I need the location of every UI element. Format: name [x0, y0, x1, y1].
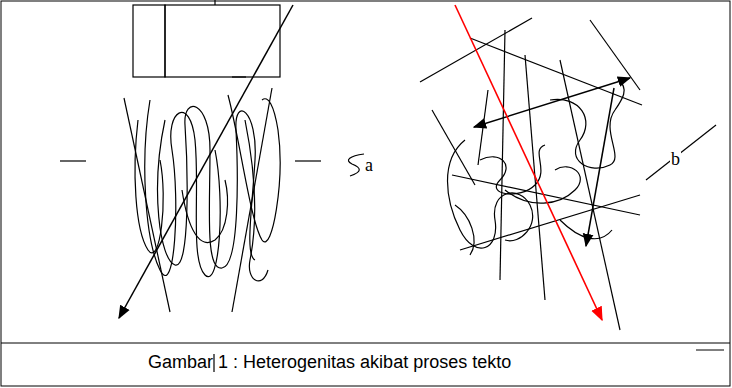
frame-divider — [1, 343, 730, 344]
folded-layer — [505, 167, 580, 203]
tick-mark — [60, 160, 86, 161]
right-block — [420, 18, 642, 330]
tick-mark — [232, 76, 246, 77]
folded-layer — [560, 220, 612, 239]
squiggle-mark — [348, 154, 364, 176]
fault-line — [452, 175, 640, 215]
folded-layer — [448, 140, 533, 248]
left-block — [60, 0, 321, 372]
displacement-arrow — [119, 5, 293, 318]
fault-line — [500, 30, 505, 280]
folded-layer — [158, 106, 256, 268]
folded-layer — [135, 120, 163, 253]
fault-line — [590, 20, 640, 90]
displacement-arrow — [455, 5, 602, 320]
large-block — [165, 5, 280, 77]
fault-line — [470, 38, 642, 105]
figure-caption: Gambar 1 : Heterogenitas akibat proses t… — [148, 353, 511, 373]
folded-layer — [480, 145, 545, 194]
displacement-arrow — [586, 88, 614, 246]
folded-layer — [245, 120, 268, 281]
tick-mark — [214, 0, 215, 5]
small-block — [133, 5, 165, 77]
displacement-arrow — [474, 78, 630, 127]
tick-mark — [696, 350, 724, 351]
fault-line — [478, 90, 488, 165]
tick-mark — [295, 160, 321, 161]
panel-label: a — [364, 156, 374, 176]
folded-layer — [455, 205, 474, 255]
leader-line — [646, 125, 716, 180]
fault-line — [432, 110, 475, 185]
fault-line — [460, 195, 640, 250]
panel-label: b — [670, 150, 681, 170]
folded-layer — [182, 180, 228, 243]
